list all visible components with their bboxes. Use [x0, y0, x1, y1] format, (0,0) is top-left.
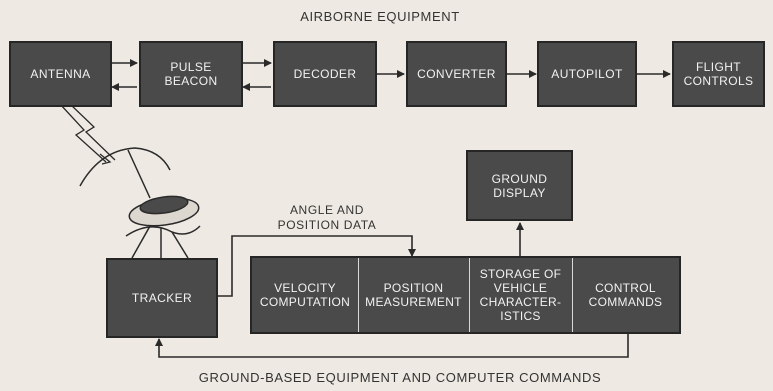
storage-vehicle-characteristics-cell: STORAGE OF VEHICLE CHARACTER- ISTICS	[469, 258, 572, 332]
arrow-control-to-tracker	[159, 334, 628, 357]
airborne-equipment-title: AIRBORNE EQUIPMENT	[250, 9, 510, 24]
decoder-block: DECODER	[273, 41, 377, 107]
velocity-computation-cell: VELOCITY COMPUTATION	[252, 258, 358, 332]
autopilot-block: AUTOPILOT	[537, 41, 637, 107]
antenna-block: ANTENNA	[9, 41, 112, 107]
flight-controls-block: FLIGHT CONTROLS	[672, 41, 765, 107]
ground-equipment-title: GROUND-BASED EQUIPMENT AND COMPUTER COMM…	[140, 370, 660, 385]
control-commands-cell: CONTROL COMMANDS	[572, 258, 679, 332]
tracker-block: TRACKER	[106, 258, 218, 338]
converter-block: CONVERTER	[406, 41, 507, 107]
pulse-beacon-block: PULSE BEACON	[139, 41, 243, 107]
position-measurement-cell: POSITION MEASUREMENT	[358, 258, 469, 332]
tracker-dish-icon	[80, 148, 200, 258]
radio-link-icon	[60, 104, 115, 164]
ground-display-block: GROUND DISPLAY	[466, 150, 573, 221]
angle-position-data-label: ANGLE AND POSITION DATA	[252, 203, 402, 233]
ground-computer-block: VELOCITY COMPUTATION POSITION MEASUREMEN…	[250, 256, 681, 334]
